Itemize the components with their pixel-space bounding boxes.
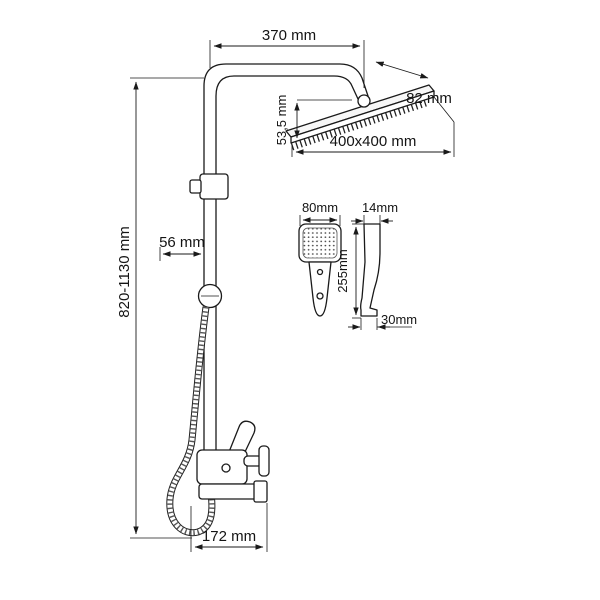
- dim-top-arm: 370 mm: [209, 27, 365, 88]
- handle-detail: [316, 292, 324, 300]
- mixer-screw: [221, 463, 231, 473]
- handle: [308, 261, 332, 317]
- dim-pipe-offset-label: 56 mm: [159, 234, 205, 251]
- dim-head-size: 400x400 mm: [291, 96, 455, 157]
- dim-head-drop-label: 53,5 mm: [274, 95, 289, 146]
- dim-handshower-length-label: 255mm: [335, 249, 350, 292]
- spray-face: [302, 227, 338, 259]
- dim-handshower-width-label: 80mm: [302, 200, 338, 215]
- mixer-assembly: [196, 420, 270, 503]
- mode-button: [316, 268, 324, 276]
- diverter-knob: [197, 283, 223, 309]
- slider-bracket: [189, 173, 229, 200]
- tub-spout: [198, 483, 260, 500]
- mixer-lever-cap: [258, 445, 270, 477]
- dim-head-edge-label: 82 mm: [406, 90, 452, 107]
- hand-shower-front-view: [298, 223, 342, 317]
- spray-nozzles: [290, 99, 428, 151]
- dim-handshower-bottom-label: 30mm: [381, 312, 417, 327]
- dim-spout-length: 172 mm: [190, 503, 268, 552]
- dim-top-arm-label: 370 mm: [262, 27, 316, 44]
- tub-spout-mouth: [253, 480, 268, 503]
- dim-handshower-length: 255mm: [335, 223, 364, 319]
- dim-handshower-bottom: 30mm: [348, 312, 417, 330]
- dim-spout-length-label: 172 mm: [202, 528, 256, 545]
- dim-column-height-label: 820-1130 mm: [116, 226, 133, 317]
- dim-head-edge: 82 mm: [375, 61, 452, 107]
- dim-handshower-depth-label: 14mm: [362, 200, 398, 215]
- hand-shower-side-view: [360, 223, 381, 317]
- dim-head-size-label: 400x400 mm: [330, 133, 417, 150]
- dim-handshower-width: 80mm: [299, 200, 341, 226]
- ball-joint: [357, 94, 371, 108]
- dim-pipe-offset: 56 mm: [159, 234, 205, 261]
- shower-column-pipe: [203, 63, 369, 453]
- handshower-in-cradle: [228, 420, 256, 455]
- dim-handshower-depth: 14mm: [351, 200, 398, 227]
- dim-column-height: 820-1130 mm: [116, 77, 204, 539]
- dim-head-drop: 53,5 mm: [274, 95, 352, 146]
